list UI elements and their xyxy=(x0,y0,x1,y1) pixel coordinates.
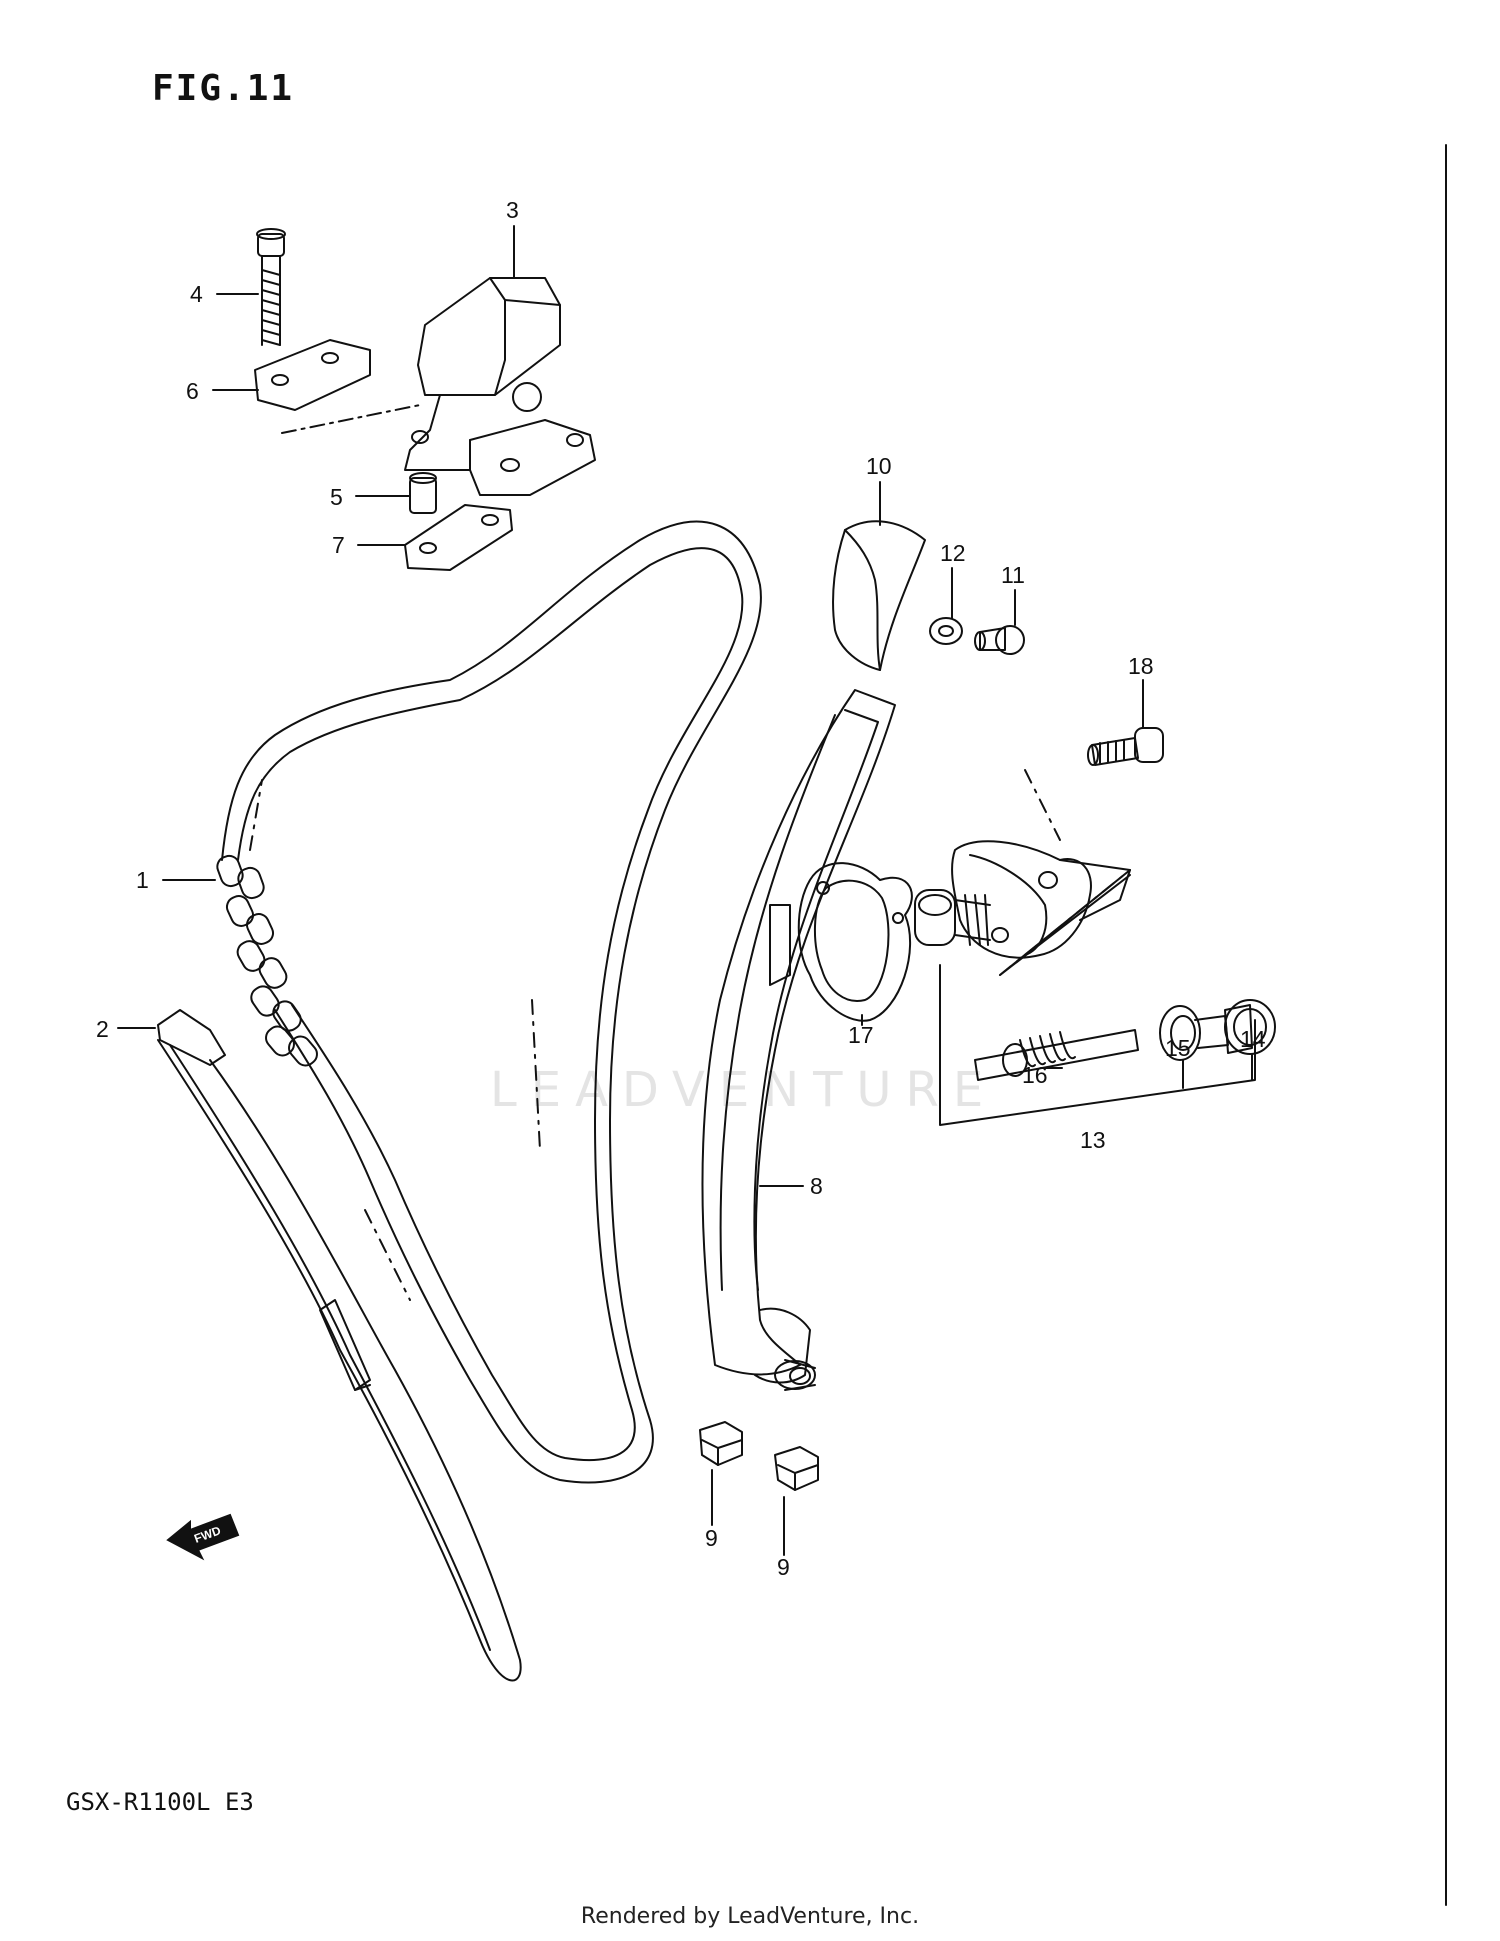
callout-3: 3 xyxy=(506,197,519,223)
callout-6: 6 xyxy=(186,378,199,404)
callout-17: 17 xyxy=(848,1022,874,1048)
callout-2: 2 xyxy=(96,1016,109,1042)
part-18-bolt xyxy=(1087,727,1164,766)
part-13-tensioner-body xyxy=(914,840,1131,976)
callout-10: 10 xyxy=(866,453,892,479)
callout-8: 8 xyxy=(810,1173,823,1199)
part-12-washer xyxy=(929,617,963,645)
callout-14: 14 xyxy=(1240,1026,1266,1052)
part-14-cap-bolt xyxy=(1194,999,1276,1055)
callout-12: 12 xyxy=(940,540,966,566)
callout-5: 5 xyxy=(330,484,343,510)
part-6-plate xyxy=(254,339,371,411)
part-11-bolt xyxy=(974,625,1025,655)
callout-9-a: 9 xyxy=(705,1525,718,1551)
part-3-chain-guide-upper xyxy=(404,277,596,496)
callout-16: 16 xyxy=(1022,1062,1048,1088)
part-1-cam-chain xyxy=(216,520,762,1484)
part-7-plate xyxy=(404,504,513,571)
part-5-collar xyxy=(409,472,437,514)
watermark: LEADVENTURE xyxy=(490,1062,998,1118)
part-4-bolt xyxy=(256,228,286,346)
callout-1: 1 xyxy=(136,867,149,893)
footer-credit: Rendered by LeadVenture, Inc. xyxy=(580,1904,920,1929)
part-2-front-chain-guide xyxy=(157,1009,522,1682)
forward-arrow-icon: FWD xyxy=(166,1513,240,1561)
callout-18: 18 xyxy=(1128,653,1154,679)
part-10-cover xyxy=(832,520,926,671)
figure-title: FIG.11 xyxy=(152,68,295,109)
part-17-gasket xyxy=(797,862,913,1022)
part-9-damper-b xyxy=(774,1446,819,1491)
model-code: GSX-R1100L E3 xyxy=(66,1788,254,1816)
callout-4: 4 xyxy=(190,281,203,307)
callout-13: 13 xyxy=(1080,1127,1106,1153)
part-9-damper-a xyxy=(699,1421,743,1466)
part-16-spring-rod xyxy=(974,1029,1139,1081)
callout-9-b: 9 xyxy=(777,1554,790,1580)
callout-15: 15 xyxy=(1165,1035,1191,1061)
part-13-bracket xyxy=(939,964,1256,1126)
callout-11: 11 xyxy=(1001,562,1025,588)
callout-7: 7 xyxy=(332,532,345,558)
part-15-washer xyxy=(1159,1005,1201,1061)
part-8-tensioner-guide xyxy=(701,689,896,1391)
